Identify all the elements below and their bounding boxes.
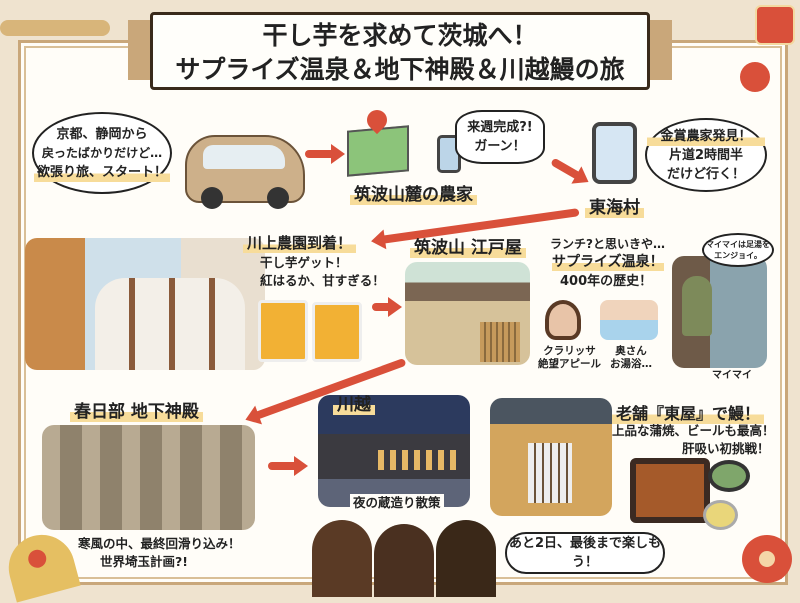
- edoya-hotel-photo: [405, 262, 530, 365]
- bubble-line: 欲張り旅、スタート！: [34, 162, 170, 182]
- caption-line: お湯浴…: [610, 358, 652, 370]
- start-speech-bubble: 京都、静岡から 戻ったばかりだけど… 欲張り旅、スタート！: [32, 112, 172, 194]
- kawagoe-caption: 夜の蔵造り散策: [350, 494, 444, 512]
- bubble-line: 京都、静岡から: [56, 126, 148, 142]
- azumaya-line-2: 肝吸い初挑戦！: [682, 441, 770, 456]
- arrow-right: [305, 144, 345, 164]
- maimai-speech-bubble: マイマイは足湯を エンジョイ。: [702, 233, 774, 267]
- kasukabe-label: 春日部 地下神殿: [70, 397, 203, 422]
- smartphone-icon: [592, 122, 637, 184]
- edoya-line-1: ランチ?と思いきや…: [550, 237, 665, 251]
- bubble-line: 金賞農家発見！: [647, 126, 765, 146]
- azumaya-label: 老舗『東屋』で鰻！: [612, 400, 765, 424]
- bubble-line: エンジョイ。: [714, 251, 762, 260]
- kawagoe-label: 川越: [333, 390, 375, 415]
- kasukabe-line-1: 寒風の中、最終回滑り込み！: [78, 536, 241, 551]
- tokai-speech-bubble: 金賞農家発見！ 片道2時間半 だけど行く！: [645, 118, 767, 192]
- page-title: 干し芋を求めて茨城へ！ サプライズ温泉＆地下神殿＆川越鰻の旅: [150, 12, 650, 90]
- edoya-label: 筑波山 江戸屋: [410, 233, 526, 258]
- kawakami-label: 川上農園到着！: [243, 232, 357, 253]
- kawakami-line-1: 干し芋ゲット！: [260, 255, 348, 270]
- edoya-line-2: サプライズ温泉！: [552, 253, 664, 271]
- bubble-line: あと2日、最後まで楽しもう！: [508, 536, 662, 570]
- arrow-right: [268, 456, 308, 476]
- azumaya-shop-photo: [490, 398, 612, 516]
- hoshiimo-pack-image: [312, 302, 362, 362]
- clarissa-caption: クラリッサ 絶望アピール: [538, 345, 601, 371]
- burst-line: ガーン！: [474, 139, 526, 154]
- kawakami-line-2: 紅はるか、甘すぎる！: [260, 273, 385, 288]
- corner-icon: [755, 5, 795, 45]
- title-line-2: サプライズ温泉＆地下神殿＆川越鰻の旅: [175, 55, 625, 84]
- shock-burst-bubble: 来週完成?! ガーン！: [455, 110, 545, 164]
- okusan-bath-character: [600, 300, 658, 340]
- plum-flower-icon: [740, 62, 770, 92]
- kimosui-soup-bowl: [708, 460, 750, 492]
- tokai-label: 東海村: [585, 193, 644, 218]
- caption-line: 絶望アピール: [538, 358, 601, 370]
- maimai-caption: マイマイ: [712, 370, 752, 381]
- maimai-footbath-photo: [672, 256, 767, 368]
- title-line-1: 干し芋を求めて茨城へ！: [262, 21, 538, 50]
- bubble-line: 片道2時間半: [668, 147, 744, 163]
- bubble-line: 戻ったばかりだけど…: [41, 145, 163, 160]
- bubble-line: マイマイは足湯を: [706, 240, 770, 249]
- burst-line: 来週完成?!: [467, 120, 533, 135]
- kasukabe-line-2: 世界埼玉計画?!: [100, 554, 188, 569]
- clarissa-character: [545, 300, 581, 340]
- hoshiimo-pack-image: [258, 300, 308, 362]
- three-friends-illustration: [312, 520, 502, 597]
- ending-speech-bubble: あと2日、最後まで楽しもう！: [505, 532, 665, 574]
- azumaya-line-1: 上品な蒲焼、ビールも最高！: [612, 423, 775, 438]
- pickles-dish: [703, 500, 738, 530]
- car-illustration: [185, 135, 305, 209]
- caption-line: 奥さん: [615, 345, 647, 357]
- arrow-right: [372, 297, 402, 317]
- underground-temple-photo: [42, 425, 255, 530]
- unajyu-box-image: [630, 458, 710, 523]
- bubble-line: だけど行く！: [666, 166, 745, 182]
- edoya-line-3: 400年の歴史！: [560, 274, 653, 289]
- camellia-flower-icon: [742, 535, 792, 583]
- cloud-decoration: [0, 20, 110, 36]
- tsukuba-farm-label: 筑波山麓の農家: [350, 180, 477, 205]
- caption-line: クラリッサ: [543, 345, 596, 357]
- okusan-caption: 奥さん お湯浴…: [610, 345, 652, 371]
- kawakami-farm-photo: [25, 238, 265, 370]
